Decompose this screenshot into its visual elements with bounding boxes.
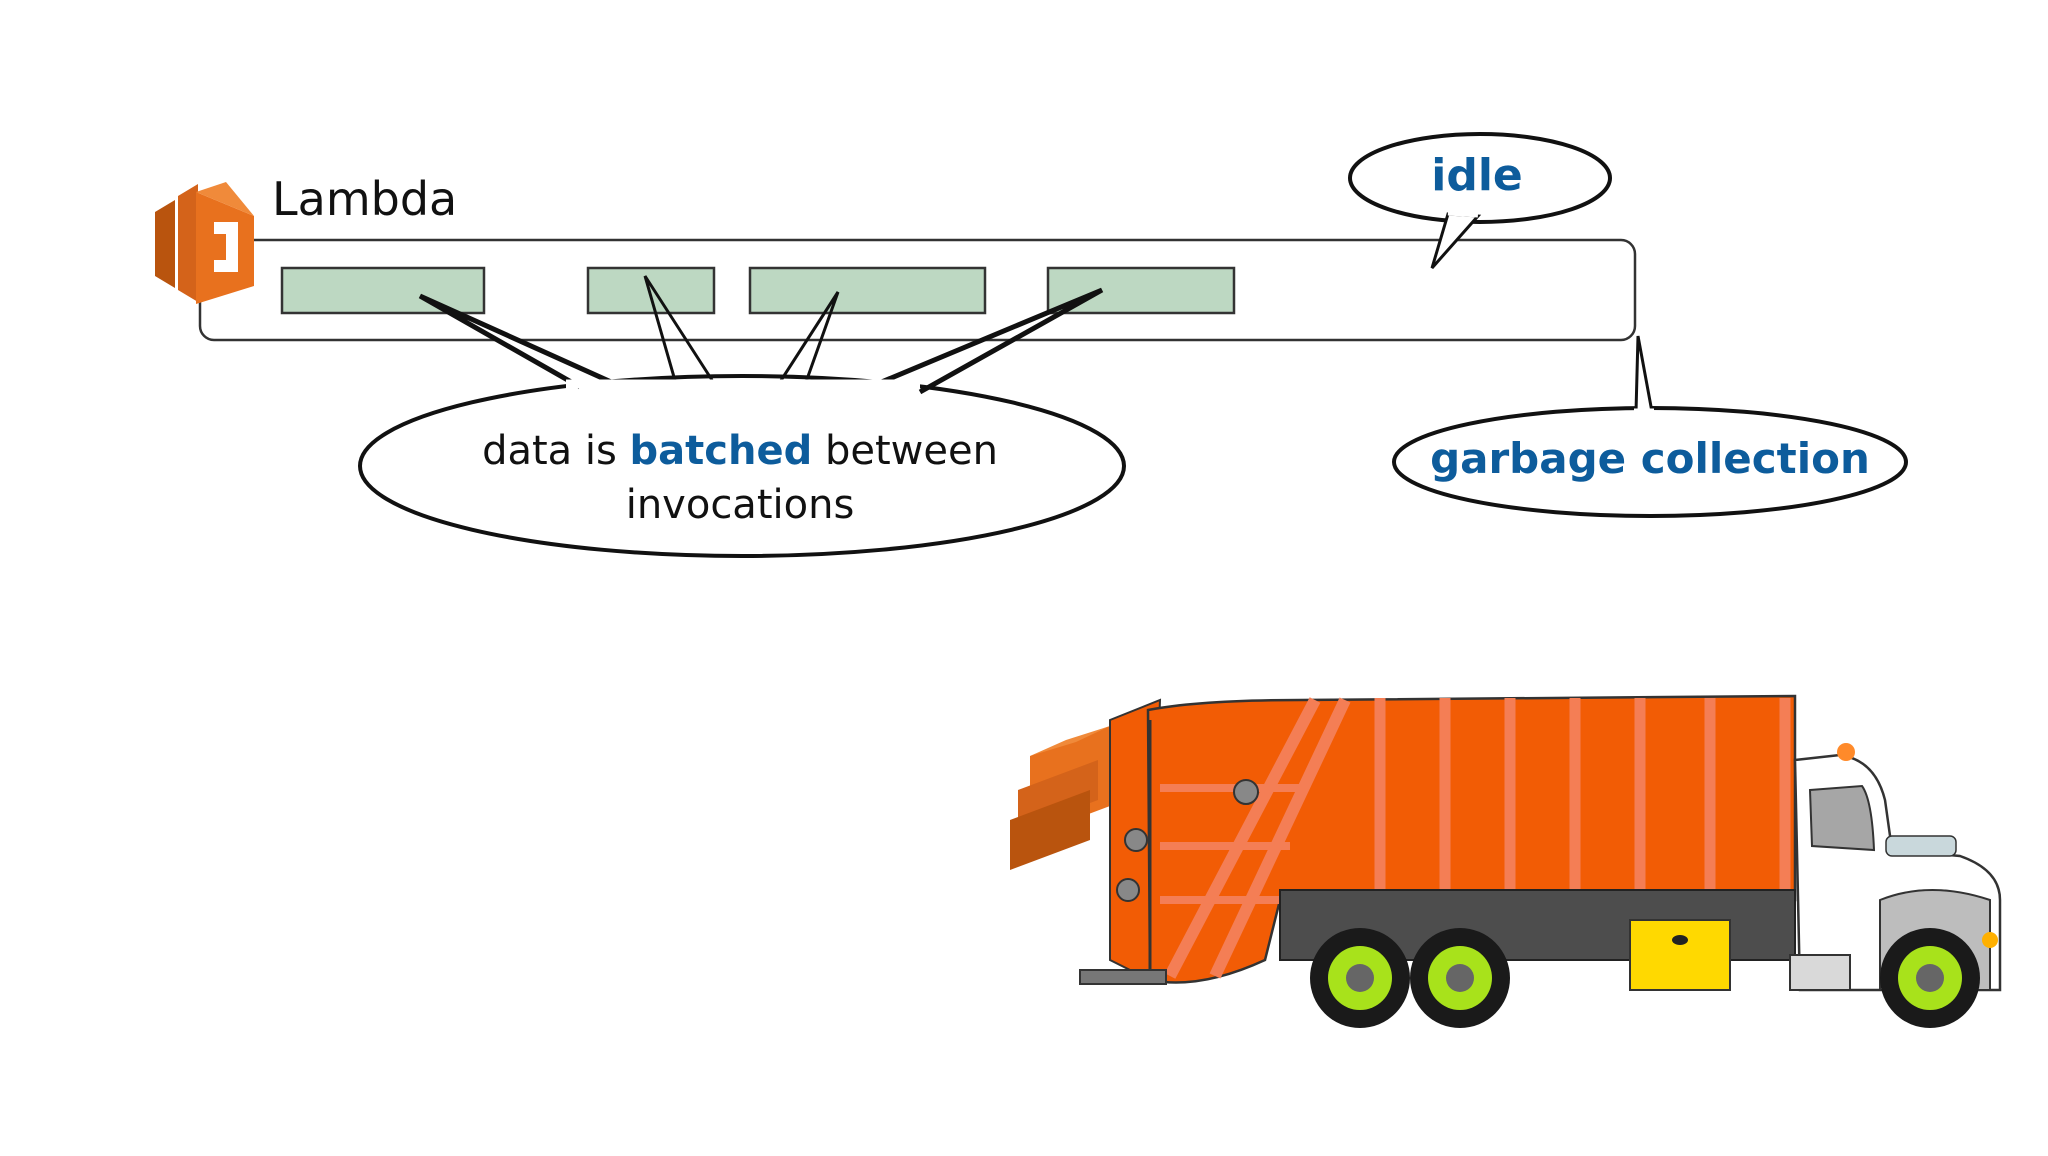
- invocation-block-1: [280, 266, 486, 315]
- garbage-collection-callout: [1392, 335, 1908, 518]
- batched-label-prefix: data is: [482, 428, 630, 474]
- garbage-collection-label-text: garbage collection: [1430, 434, 1870, 483]
- invocation-block-2: [586, 266, 716, 315]
- garbage-collection-label: garbage collection: [1400, 434, 1900, 483]
- batched-label: data is batched between invocations: [380, 424, 1100, 532]
- idle-callout: [1348, 132, 1612, 269]
- batched-callout: [358, 275, 1126, 558]
- lambda-title: Lambda: [272, 172, 458, 226]
- batched-label-suffix: between: [812, 428, 998, 474]
- idle-label-text: idle: [1431, 150, 1523, 201]
- garbage-truck-icon: [1010, 694, 2002, 1028]
- batched-label-line-1: data is batched between: [380, 424, 1100, 478]
- invocation-block-3: [748, 266, 987, 315]
- idle-label: idle: [1352, 150, 1602, 201]
- batched-label-highlight: batched: [629, 428, 813, 474]
- aws-lambda-icon: [155, 182, 254, 304]
- truck-wheels: [1310, 928, 1980, 1028]
- batched-label-line-2: invocations: [625, 482, 855, 528]
